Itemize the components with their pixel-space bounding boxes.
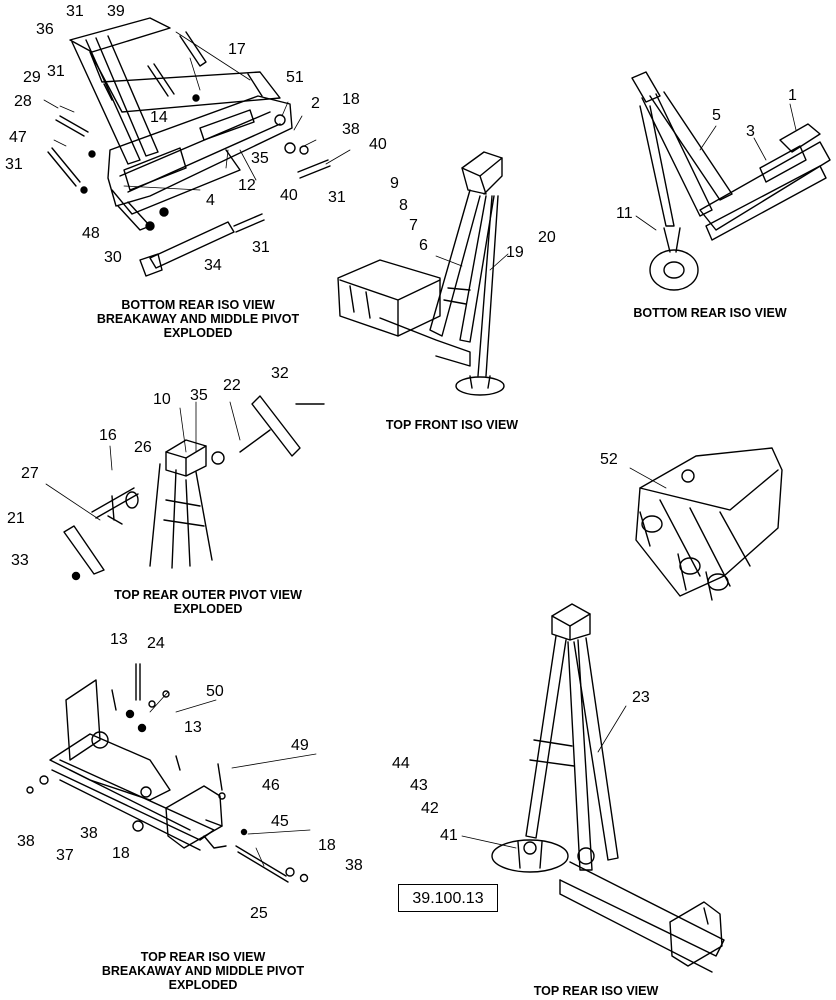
- caption-bottom-rear-exploded: BOTTOM REAR ISO VIEW BREAKAWAY AND MIDDL…: [96, 298, 300, 340]
- callout-42: 42: [421, 800, 439, 817]
- callout-31-b: 31: [47, 63, 65, 80]
- callout-28: 28: [14, 93, 32, 110]
- callout-38-b: 38: [80, 825, 98, 842]
- callout-21: 21: [7, 510, 25, 527]
- view-bottom-rear-exploded: [43, 17, 351, 277]
- callout-25: 25: [250, 905, 268, 922]
- callout-18-b: 18: [318, 837, 336, 854]
- callout-30: 30: [104, 249, 122, 266]
- callout-46: 46: [262, 777, 280, 794]
- callout-36: 36: [36, 21, 54, 38]
- callout-39: 39: [107, 3, 125, 20]
- callout-14: 14: [150, 109, 168, 126]
- callout-4: 4: [206, 192, 215, 209]
- callout-51: 51: [286, 69, 304, 86]
- view-top-rear: [461, 603, 725, 973]
- callout-27: 27: [21, 465, 39, 482]
- callout-6: 6: [419, 237, 428, 254]
- caption-bottom-rear: BOTTOM REAR ISO VIEW: [633, 306, 787, 320]
- view-top-rear-outer-pivot: [45, 395, 325, 581]
- caption-top-rear-exploded: TOP REAR ISO VIEW BREAKAWAY AND MIDDLE P…: [101, 950, 305, 992]
- callout-24: 24: [147, 635, 165, 652]
- callout-40-b: 40: [280, 187, 298, 204]
- callout-17: 17: [228, 41, 246, 58]
- callout-33: 33: [11, 552, 29, 569]
- callout-8: 8: [399, 197, 408, 214]
- callout-38-a: 38: [342, 121, 360, 138]
- callout-7: 7: [409, 217, 418, 234]
- callout-35-a: 35: [251, 150, 269, 167]
- callout-3: 3: [746, 123, 755, 140]
- view-detail-52: [629, 447, 783, 601]
- callout-29: 29: [23, 69, 41, 86]
- callout-13-b: 13: [184, 719, 202, 736]
- callout-31-d: 31: [328, 189, 346, 206]
- callout-19: 19: [506, 244, 524, 261]
- callout-48: 48: [82, 225, 100, 242]
- callout-49: 49: [291, 737, 309, 754]
- callout-2: 2: [311, 95, 320, 112]
- callout-18-c: 18: [112, 845, 130, 862]
- callout-5: 5: [712, 107, 721, 124]
- callout-41: 41: [440, 827, 458, 844]
- callout-23: 23: [632, 689, 650, 706]
- callout-10: 10: [153, 391, 171, 408]
- caption-top-rear-outer-pivot: TOP REAR OUTER PIVOT VIEW EXPLODED: [114, 588, 302, 616]
- view-top-rear-exploded: [26, 663, 317, 883]
- callout-47: 47: [9, 129, 27, 146]
- callout-22: 22: [223, 377, 241, 394]
- callout-26: 26: [134, 439, 152, 456]
- callout-45: 45: [271, 813, 289, 830]
- callout-38-c: 38: [17, 833, 35, 850]
- caption-top-front: TOP FRONT ISO VIEW: [385, 418, 519, 432]
- callout-1: 1: [788, 87, 797, 104]
- callout-35-b: 35: [190, 387, 208, 404]
- callout-44: 44: [392, 755, 410, 772]
- callout-31-c: 31: [5, 156, 23, 173]
- callout-9: 9: [390, 175, 399, 192]
- callout-31-e: 31: [252, 239, 270, 256]
- callout-13-a: 13: [110, 631, 128, 648]
- callout-11: 11: [616, 205, 633, 222]
- reference-box: 39.100.13: [398, 884, 498, 912]
- callout-37: 37: [56, 847, 74, 864]
- callout-38-d: 38: [345, 857, 363, 874]
- callout-34: 34: [204, 257, 222, 274]
- callout-20: 20: [538, 229, 556, 246]
- callout-52: 52: [600, 451, 618, 468]
- callout-12: 12: [238, 177, 256, 194]
- view-top-front: [337, 151, 509, 396]
- callout-18-a: 18: [342, 91, 360, 108]
- callout-31-a: 31: [66, 3, 84, 20]
- caption-top-rear: TOP REAR ISO VIEW: [533, 984, 659, 998]
- callout-16: 16: [99, 427, 117, 444]
- callout-32: 32: [271, 365, 289, 382]
- callout-40-a: 40: [369, 136, 387, 153]
- view-bottom-rear: [631, 71, 831, 291]
- callout-43: 43: [410, 777, 428, 794]
- callout-50: 50: [206, 683, 224, 700]
